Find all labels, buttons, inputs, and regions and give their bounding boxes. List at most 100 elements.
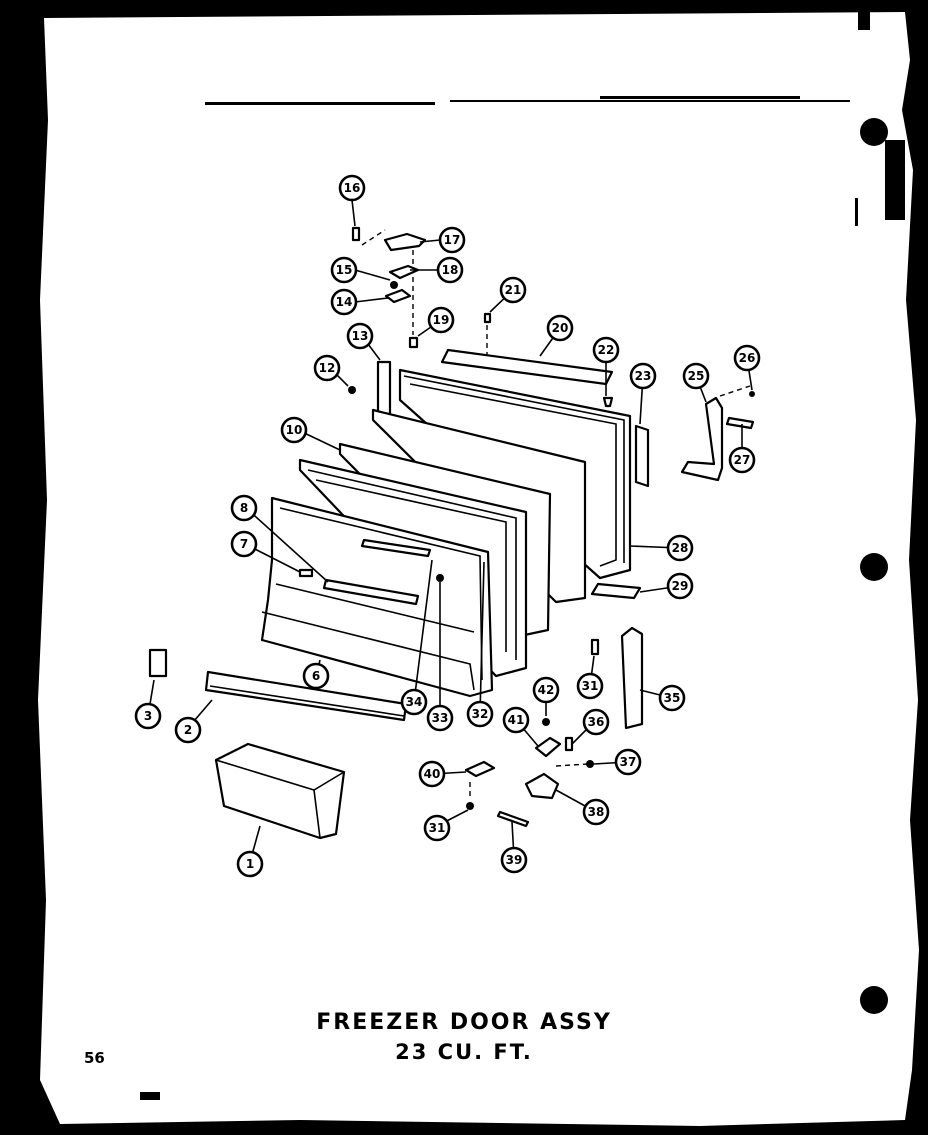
- side-hinge-bracket: [376, 360, 392, 416]
- page-number: 56: [84, 1049, 105, 1067]
- callout-38: 38: [582, 798, 610, 826]
- bushing: [542, 718, 550, 726]
- shelf-rail: [360, 538, 432, 558]
- svg-text:31: 31: [429, 821, 446, 835]
- callout-15: 15: [330, 256, 358, 284]
- svg-text:3: 3: [144, 709, 152, 723]
- svg-text:13: 13: [352, 329, 369, 343]
- callout-31-lower: 31: [423, 814, 451, 842]
- liner-screw: [436, 574, 444, 582]
- hinge-pin: [590, 638, 600, 656]
- callout-39: 39: [500, 846, 528, 874]
- svg-text:2: 2: [184, 723, 192, 737]
- callout-13: 13: [346, 322, 374, 350]
- diagram-title: FREEZER DOOR ASSY: [316, 1010, 612, 1035]
- svg-text:1: 1: [246, 857, 254, 871]
- callout-17: 17: [438, 226, 466, 254]
- callout-28: 28: [666, 534, 694, 562]
- trim-screw: [483, 312, 492, 324]
- svg-text:26: 26: [739, 351, 756, 365]
- callout-12: 12: [313, 354, 341, 382]
- callout-35: 35: [658, 684, 686, 712]
- svg-text:21: 21: [505, 283, 522, 297]
- svg-text:22: 22: [598, 343, 615, 357]
- callout-33: 33: [426, 704, 454, 732]
- hinge-pin-lower: [466, 802, 474, 810]
- svg-text:38: 38: [588, 805, 605, 819]
- svg-text:33: 33: [432, 711, 449, 725]
- callout-3: 3: [134, 702, 162, 730]
- callout-42: 42: [532, 676, 560, 704]
- callout-19: 19: [427, 306, 455, 334]
- svg-text:39: 39: [506, 853, 523, 867]
- svg-text:14: 14: [336, 295, 353, 309]
- callout-7: 7: [230, 530, 258, 558]
- clip-strip: [725, 416, 755, 430]
- svg-text:32: 32: [472, 707, 489, 721]
- hinge-screw: [351, 226, 361, 242]
- callout-14: 14: [330, 288, 358, 316]
- svg-text:40: 40: [424, 767, 441, 781]
- handle-bracket: [680, 396, 724, 482]
- callout-22: 22: [592, 336, 620, 364]
- callout-21: 21: [499, 276, 527, 304]
- svg-text:17: 17: [444, 233, 461, 247]
- svg-text:7: 7: [240, 537, 248, 551]
- bottom-hinge: [534, 736, 562, 758]
- svg-text:41: 41: [508, 713, 525, 727]
- svg-text:31: 31: [582, 679, 599, 693]
- callout-20: 20: [546, 314, 574, 342]
- callout-40: 40: [418, 760, 446, 788]
- door-bin: [214, 742, 346, 840]
- door-edge-strip: [620, 626, 644, 730]
- svg-text:42: 42: [538, 683, 555, 697]
- callout-36: 36: [582, 708, 610, 736]
- callout-27: 27: [728, 446, 756, 474]
- callout-37: 37: [614, 748, 642, 776]
- liner-clip: [298, 568, 314, 578]
- callout-34: 34: [400, 688, 428, 716]
- svg-text:10: 10: [286, 423, 303, 437]
- hinge-bracket: [384, 288, 412, 304]
- svg-text:20: 20: [552, 321, 569, 335]
- latch-part: [148, 648, 168, 678]
- svg-text:16: 16: [344, 181, 361, 195]
- bracket-screw: [749, 391, 755, 397]
- callout-10: 10: [280, 416, 308, 444]
- callout-1: 1: [236, 850, 264, 878]
- svg-text:34: 34: [406, 695, 423, 709]
- callout-41: 41: [502, 706, 530, 734]
- key-pin: [496, 810, 530, 828]
- bottom-trim-strip: [590, 582, 642, 600]
- hinge-screw-lower: [564, 736, 574, 752]
- svg-text:15: 15: [336, 263, 353, 277]
- callout-23: 23: [629, 362, 657, 390]
- svg-text:29: 29: [672, 579, 689, 593]
- liner-shelf-bar: [322, 578, 420, 606]
- callout-6: 6: [302, 662, 330, 690]
- svg-text:36: 36: [588, 715, 605, 729]
- parts: [148, 226, 755, 840]
- svg-text:28: 28: [672, 541, 689, 555]
- spacer: [586, 760, 594, 768]
- callout-2: 2: [174, 716, 202, 744]
- svg-text:37: 37: [620, 755, 637, 769]
- callout-25: 25: [682, 362, 710, 390]
- callout-26: 26: [733, 344, 761, 372]
- svg-text:25: 25: [688, 369, 705, 383]
- diagram-subtitle: 23 CU. FT.: [395, 1040, 533, 1064]
- top-hinge: [383, 232, 427, 252]
- svg-text:23: 23: [635, 369, 652, 383]
- svg-text:6: 6: [312, 669, 320, 683]
- callout-31-upper: 31: [576, 672, 604, 700]
- svg-text:35: 35: [664, 691, 681, 705]
- svg-text:18: 18: [442, 263, 459, 277]
- washer: [390, 281, 398, 289]
- svg-text:19: 19: [433, 313, 450, 327]
- callout-29: 29: [666, 572, 694, 600]
- svg-text:12: 12: [319, 361, 336, 375]
- door-stop: [602, 396, 614, 408]
- door-screw: [408, 336, 419, 349]
